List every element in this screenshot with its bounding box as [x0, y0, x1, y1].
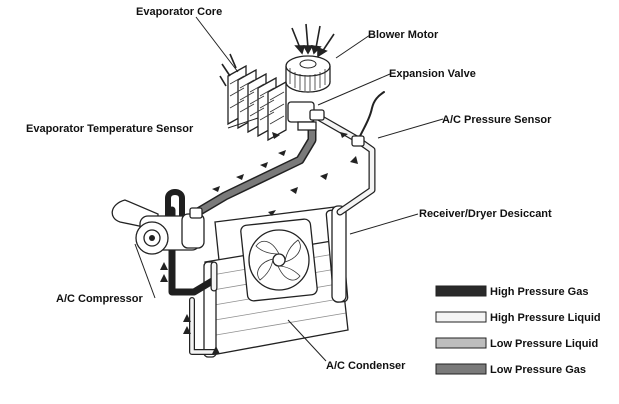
- label-evaporator-temperature-sensor: Evaporator Temperature Sensor: [26, 123, 194, 135]
- legend-label: High Pressure Gas: [490, 286, 588, 298]
- receiver-dryer: [331, 205, 347, 303]
- legend-item-low-pressure-liquid: Low Pressure Liquid: [435, 337, 598, 350]
- legend-swatch: [435, 363, 487, 375]
- label-ac-pressure-sensor: A/C Pressure Sensor: [442, 114, 552, 126]
- refrigerant-lines: [165, 91, 385, 355]
- label-receiver-dryer-desiccant: Receiver/Dryer Desiccant: [419, 208, 552, 220]
- legend-item-high-pressure-gas: High Pressure Gas: [435, 285, 588, 298]
- label-blower-motor: Blower Motor: [368, 29, 439, 41]
- blower-motor: [285, 55, 331, 93]
- legend: High Pressure Gas High Pressure Liquid L…: [435, 285, 601, 376]
- legend-swatch: [435, 285, 487, 297]
- label-evaporator-core: Evaporator Core: [136, 6, 222, 18]
- legend-swatch: [435, 337, 487, 349]
- legend-swatch: [435, 311, 487, 323]
- label-ac-condenser: A/C Condenser: [326, 360, 406, 372]
- flow-direction-arrows: [160, 132, 358, 354]
- legend-label: High Pressure Liquid: [490, 312, 601, 324]
- ac-pressure-sensor: [351, 135, 365, 147]
- expansion-valve: [287, 101, 325, 131]
- air-flow-arrows: [219, 23, 335, 87]
- evaporator-core: [227, 64, 287, 142]
- label-expansion-valve: Expansion Valve: [389, 68, 476, 80]
- legend-item-low-pressure-gas: Low Pressure Gas: [435, 363, 586, 376]
- ac-compressor: [111, 199, 205, 255]
- legend-label: Low Pressure Liquid: [490, 338, 598, 350]
- legend-label: Low Pressure Gas: [490, 364, 586, 376]
- leader-lines: [134, 16, 444, 362]
- legend-item-high-pressure-liquid: High Pressure Liquid: [435, 311, 601, 324]
- label-ac-compressor: A/C Compressor: [56, 293, 144, 305]
- condenser-fan: [240, 218, 318, 302]
